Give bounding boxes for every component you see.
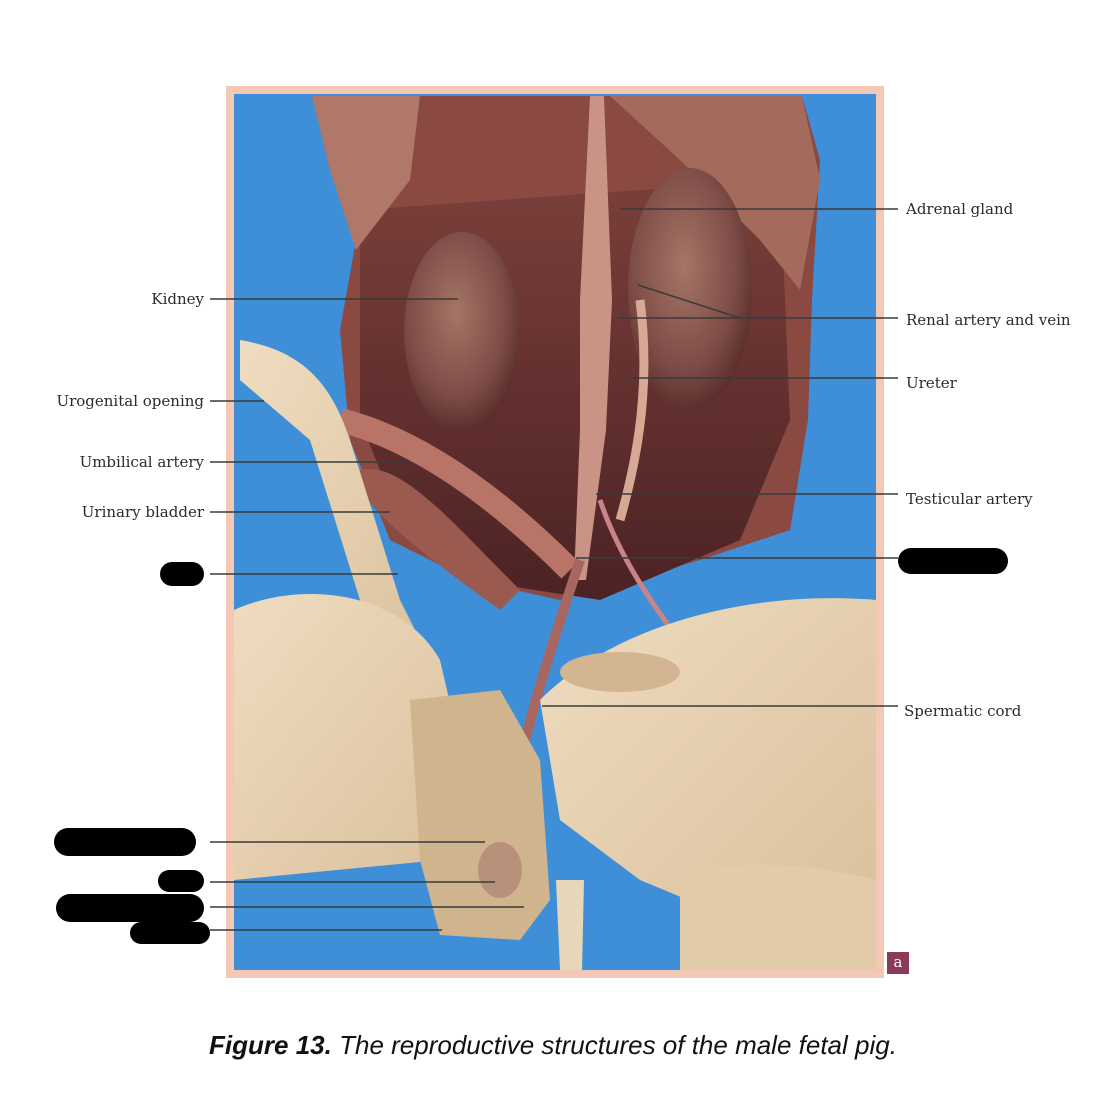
urinary-bladder-shape — [360, 468, 520, 610]
label-urogenital-opening: Urogenital opening — [56, 392, 204, 410]
testis-shape — [560, 652, 680, 692]
caption-text: The reproductive structures of the male … — [331, 1030, 897, 1060]
glans-region — [478, 842, 522, 898]
label-kidney: Kidney — [151, 290, 204, 308]
label-renal-artery-and-vein: Renal artery and vein — [906, 311, 1071, 329]
label-spermatic-cord: Spermatic cord — [904, 702, 1022, 720]
lower-right-leg — [680, 865, 876, 970]
left-kidney — [404, 232, 520, 432]
leader-renal-diag — [637, 284, 741, 319]
tail-shaft — [556, 880, 584, 970]
redaction-mark — [158, 870, 204, 892]
redaction-mark — [898, 548, 1008, 574]
label-ureter: Ureter — [906, 374, 957, 392]
redaction-mark — [130, 922, 210, 944]
figure-caption: Figure 13. The reproductive structures o… — [0, 1030, 1106, 1061]
right-kidney — [628, 168, 752, 412]
redaction-mark — [56, 894, 204, 922]
umbilical-cord — [240, 340, 440, 700]
label-umbilical-artery: Umbilical artery — [79, 453, 204, 471]
label-urinary-bladder: Urinary bladder — [81, 503, 204, 521]
panel-letter-badge: a — [887, 952, 909, 974]
aorta — [574, 96, 612, 580]
left-hindlimb — [234, 594, 470, 880]
spermatic-cord-vessel — [515, 558, 585, 762]
redaction-mark — [160, 562, 204, 586]
left-body-flap — [312, 96, 420, 250]
caption-number: Figure 13. — [209, 1030, 332, 1060]
umbilical-artery-vessel — [337, 408, 579, 579]
redaction-mark — [54, 828, 196, 856]
label-testicular-artery: Testicular artery — [906, 490, 1033, 508]
label-adrenal-gland: Adrenal gland — [906, 200, 1014, 218]
